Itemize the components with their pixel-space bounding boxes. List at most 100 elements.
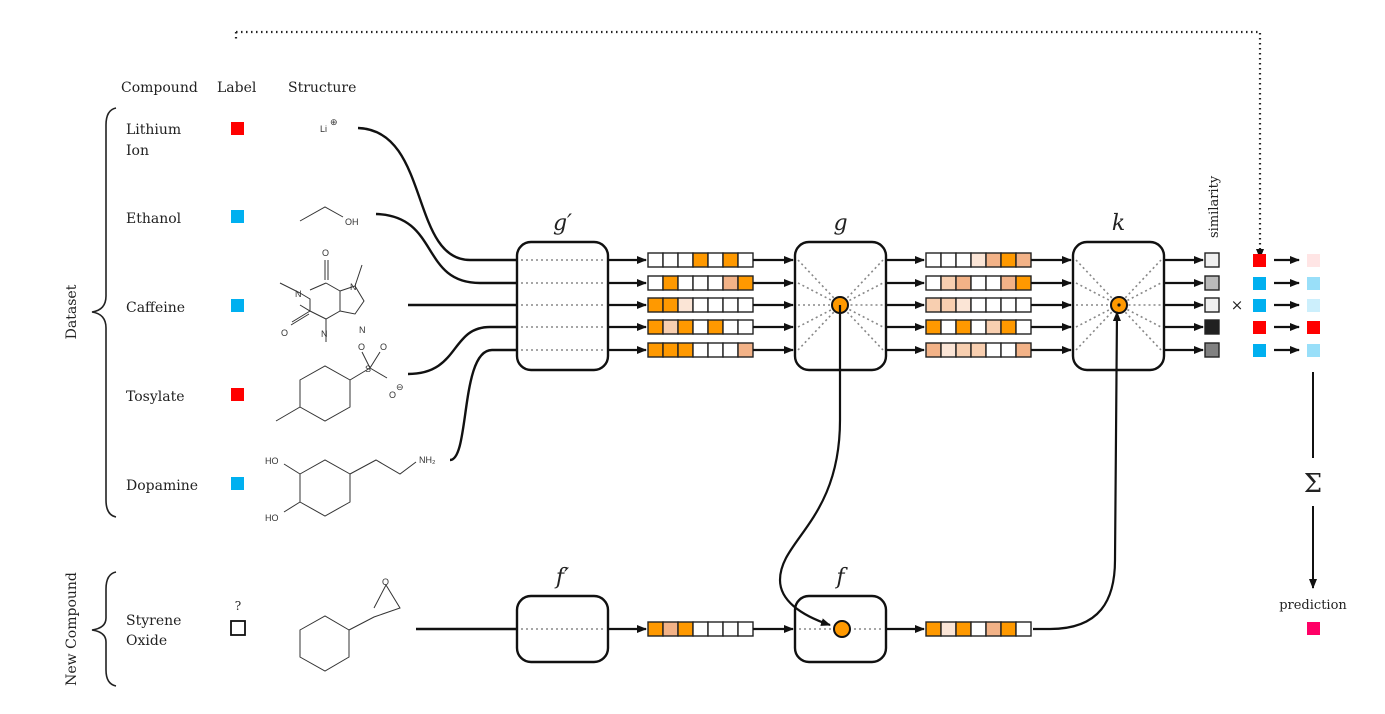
- g-embedding: [925, 342, 1032, 358]
- group-new-compound-label: New Compound: [64, 572, 80, 686]
- vector-cell: [970, 621, 987, 637]
- structure-styrene-oxide: O: [299, 577, 401, 672]
- vector-cell: [1000, 297, 1017, 313]
- vector-cell: [647, 252, 664, 268]
- svg-text:N: N: [359, 325, 366, 335]
- label-feedback-dotted-path: [234, 30, 1260, 258]
- vector-cell: [722, 252, 739, 268]
- compound-tosylate: Tosylate: [126, 389, 185, 405]
- vector-cell: [940, 342, 957, 358]
- vector-cell: [707, 297, 724, 313]
- vector-cell: [737, 275, 754, 291]
- weighted-square-blue: [1307, 299, 1320, 312]
- vector-cell: [1015, 297, 1032, 313]
- vector-cell: [925, 319, 942, 335]
- svg-text:HO: HO: [265, 513, 279, 523]
- vector-cell: [707, 275, 724, 291]
- svg-text:⊕: ⊕: [330, 117, 338, 127]
- f-embedding: [925, 621, 1032, 637]
- label-square-red: [231, 388, 244, 401]
- vector-cell: [692, 252, 709, 268]
- dataset-brace: [91, 107, 117, 518]
- compound-styrene-oxide: Styrene Oxide: [126, 613, 181, 649]
- structure-lithium-ion: Li ⊕: [320, 117, 338, 134]
- weighted-square-blue: [1307, 277, 1320, 290]
- label-square-red: [1253, 254, 1266, 267]
- vector-cell: [722, 621, 739, 637]
- attention-dotted-line: [1075, 259, 1120, 306]
- vector-cell: [662, 621, 679, 637]
- f-prime-box-label: f′: [554, 565, 569, 590]
- vector-cell: [970, 297, 987, 313]
- vector-cell: [1015, 621, 1032, 637]
- label-squares: [231, 122, 244, 490]
- input-curves: [357, 126, 517, 462]
- attention-dotted-line: [797, 304, 842, 351]
- compound-lithium-ion: Lithium Ion: [126, 122, 181, 159]
- attention-dotted-line: [797, 259, 842, 306]
- label-square-red: [1253, 321, 1266, 334]
- label-square-blue: [1253, 277, 1266, 290]
- prediction-square: [1307, 622, 1320, 635]
- vector-cell: [677, 342, 694, 358]
- vector-cell: [955, 319, 972, 335]
- vector-cell: [722, 275, 739, 291]
- svg-text:Lithium: Lithium: [126, 122, 181, 138]
- vector-cell: [985, 252, 1002, 268]
- g-prime-embedding: [647, 342, 754, 358]
- vector-cell: [662, 297, 679, 313]
- similarity-squares: [1204, 252, 1220, 358]
- structure-tosylate: O O S O ⊖: [275, 342, 404, 422]
- vector-cell: [925, 621, 942, 637]
- g-embedding: [925, 319, 1032, 335]
- label-square-blue: [1253, 299, 1266, 312]
- vector-cell: [662, 319, 679, 335]
- svg-text:OH: OH: [345, 217, 359, 227]
- vector-cell: [1015, 252, 1032, 268]
- arrows: [416, 256, 1204, 633]
- vector-cell: [1000, 621, 1017, 637]
- vector-cell: [940, 275, 957, 291]
- vector-cell: [985, 275, 1002, 291]
- vector-cell: [940, 621, 957, 637]
- vector-cell: [970, 252, 987, 268]
- vector-cell: [985, 297, 1002, 313]
- label-square-blue: [231, 477, 244, 490]
- vector-cell: [940, 252, 957, 268]
- vector-cell: [955, 275, 972, 291]
- embedding-vectors: [647, 252, 1032, 637]
- attention-dotted-line: [1117, 304, 1162, 351]
- vector-cell: [692, 275, 709, 291]
- group-dataset-label: Dataset: [64, 284, 80, 339]
- vector-cell: [1015, 319, 1032, 335]
- g-prime-embedding: [647, 297, 754, 313]
- vector-cell: [647, 319, 664, 335]
- k-box-label: k: [1112, 211, 1125, 236]
- g-box-label: g: [833, 211, 847, 236]
- vector-cell: [955, 342, 972, 358]
- compound-dopamine: Dopamine: [126, 478, 198, 494]
- compound-ethanol: Ethanol: [126, 211, 182, 227]
- unknown-label-question: ?: [235, 599, 241, 613]
- sum-symbol: Σ: [1304, 469, 1322, 499]
- vector-cell: [692, 297, 709, 313]
- g-prime-box-label: g′: [553, 211, 572, 236]
- vector-cell: [955, 252, 972, 268]
- g-prime-embedding: [647, 252, 754, 268]
- times-symbol: ×: [1231, 296, 1244, 314]
- header-label: Label: [217, 80, 257, 96]
- vector-cell: [925, 342, 942, 358]
- vector-cell: [707, 319, 724, 335]
- vector-cell: [647, 275, 664, 291]
- vector-cell: [722, 297, 739, 313]
- vector-cell: [692, 319, 709, 335]
- vector-cell: [985, 342, 1002, 358]
- label-square-blue: [231, 299, 244, 312]
- svg-text:Styrene: Styrene: [126, 613, 181, 629]
- f-to-k-curve: [1033, 311, 1121, 631]
- svg-text:O: O: [322, 248, 329, 258]
- svg-text:Li: Li: [320, 124, 327, 134]
- vector-cell: [662, 252, 679, 268]
